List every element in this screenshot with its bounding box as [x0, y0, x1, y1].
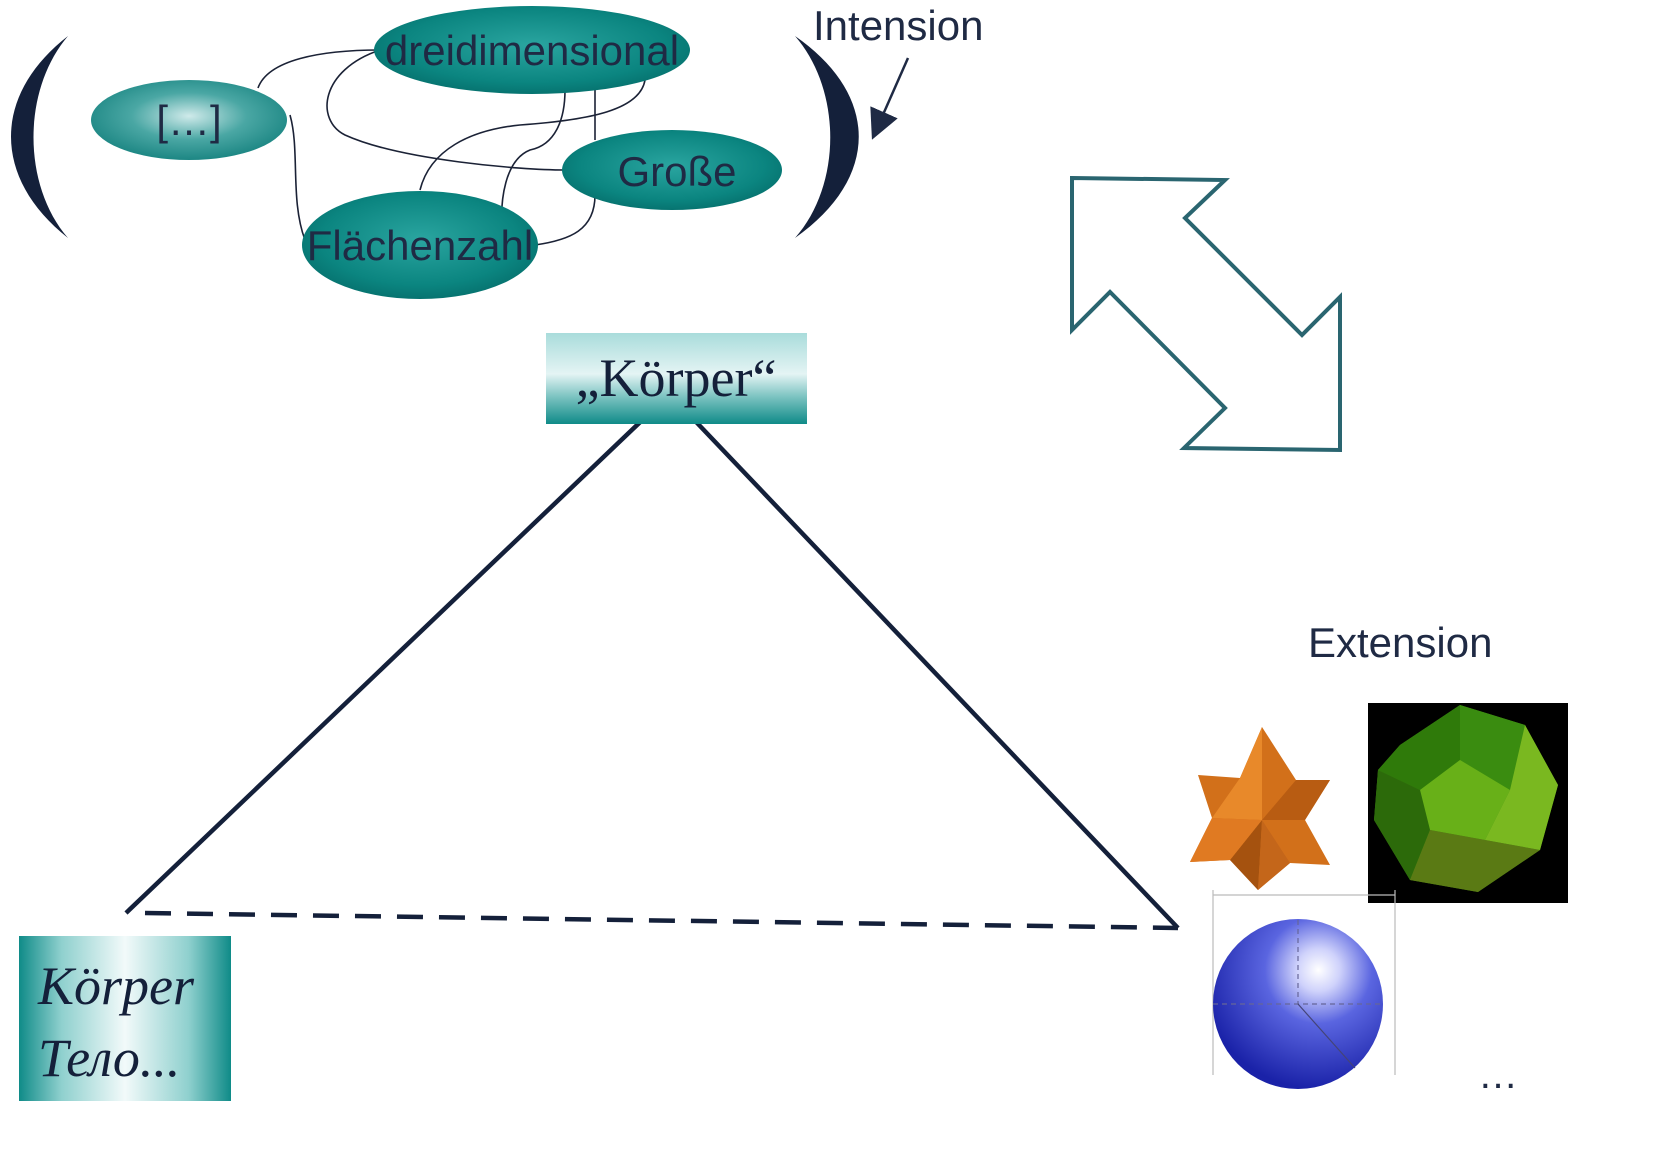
concept-label: „Körper“	[576, 348, 777, 408]
intension-pointer-arrow	[870, 57, 910, 140]
term-box: Körper Тело...	[19, 936, 231, 1101]
extension-more-ellipsis: …	[1478, 1053, 1518, 1097]
node-dreidimensional-ellipse	[374, 6, 690, 94]
node-connections	[257, 49, 646, 246]
triangle-left-edge	[124, 403, 660, 915]
node-flaechenzahl-label: Flächenzahl	[307, 222, 533, 269]
node-grosse-label: Große	[617, 148, 736, 195]
green-polyhedron-icon	[1368, 703, 1568, 903]
extension-label: Extension	[1308, 619, 1492, 666]
triangle-right-edge	[678, 403, 1180, 930]
blue-sphere-icon	[1212, 890, 1396, 1089]
intension-label: Intension	[813, 2, 983, 49]
node-ellipsis-label: […]	[156, 97, 221, 144]
term-line-1: Körper	[37, 956, 195, 1016]
intension-group: dreidimensional […] Große Flächenzahl In…	[11, 2, 983, 299]
right-parenthesis	[795, 36, 859, 238]
term-line-2: Тело...	[38, 1028, 180, 1088]
triangle-base-dashed	[144, 910, 1179, 931]
stellated-octahedron-icon	[1190, 727, 1330, 890]
node-dreidimensional-label: dreidimensional	[385, 27, 679, 74]
diagonal-double-arrow-icon	[1070, 175, 1342, 453]
concept-box-background	[546, 333, 807, 424]
concept-box: „Körper“	[546, 333, 807, 424]
node-grosse-ellipse	[562, 130, 782, 210]
term-box-background	[19, 936, 231, 1101]
left-parenthesis	[11, 36, 68, 238]
node-flaechenzahl-ellipse	[302, 191, 538, 299]
node-ellipsis-ellipse	[91, 80, 287, 160]
semantic-triangle	[124, 403, 1180, 931]
